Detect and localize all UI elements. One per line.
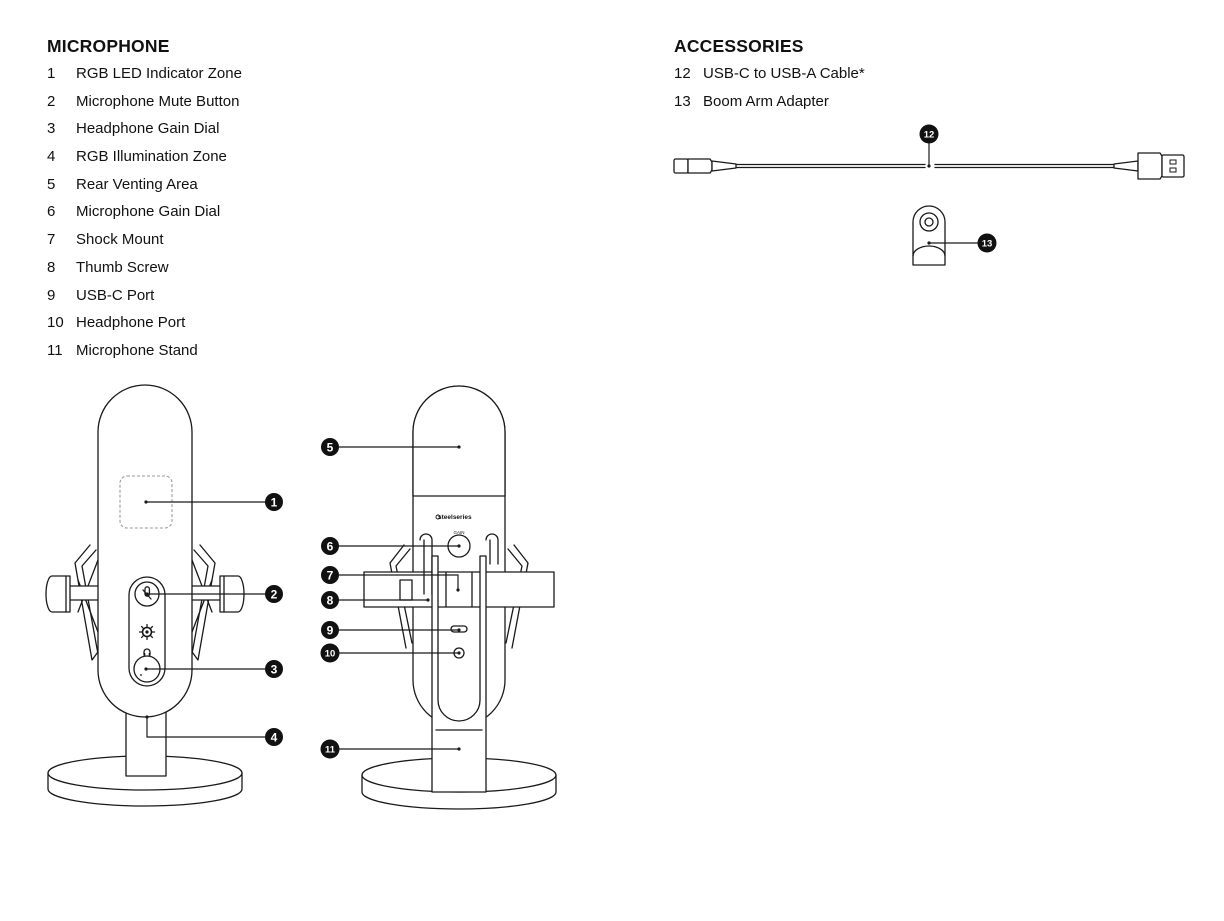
- part-number: 8: [47, 258, 56, 276]
- front-shock-mount: [65, 544, 227, 661]
- part-label: Boom Arm Adapter: [703, 92, 829, 110]
- callout-8: 8: [321, 591, 339, 609]
- front-stand-base: [47, 755, 243, 807]
- part-number: 1: [47, 65, 56, 82]
- callout-5: 5: [321, 438, 339, 456]
- callout-13: 13: [977, 233, 997, 253]
- mic-gain-dial: [447, 534, 471, 558]
- rear-venting-area: [412, 385, 506, 497]
- svg-text:12: 12: [924, 130, 935, 141]
- headphone-port: [453, 647, 465, 659]
- svg-text:7: 7: [327, 569, 334, 583]
- part-number: 5: [47, 175, 56, 193]
- part-number: 10: [47, 314, 64, 332]
- callout-12: 12: [919, 124, 939, 144]
- part-label: Microphone Gain Dial: [76, 203, 221, 221]
- svg-text:6: 6: [327, 540, 334, 554]
- rear-stand-base: [361, 757, 557, 810]
- boom-arm-adapter-illustration: [912, 205, 946, 266]
- headphone-gain-dial: [133, 655, 161, 683]
- part-number: 4: [47, 148, 56, 166]
- svg-text:5: 5: [327, 441, 334, 455]
- part-label: Rear Venting Area: [76, 175, 198, 193]
- brand-logo: steelseries: [438, 514, 472, 521]
- part-label: Headphone Port: [76, 314, 186, 332]
- front-mic-body: [97, 384, 193, 718]
- part-number: 2: [47, 92, 56, 110]
- callout-anchor-dots: [144, 164, 931, 751]
- headphone-icon: [143, 648, 151, 656]
- mute-button: [134, 581, 160, 607]
- callout-3: 3: [265, 660, 283, 678]
- usb-cable-illustration: [673, 152, 1185, 180]
- callout-10: 10: [320, 643, 340, 663]
- part-label: Thumb Screw: [76, 258, 169, 276]
- part-number: 11: [47, 341, 63, 359]
- svg-text:11: 11: [325, 745, 336, 756]
- svg-text:9: 9: [327, 624, 334, 638]
- callout-9: 9: [321, 621, 339, 639]
- rear-shock-mount-wires: [389, 544, 529, 649]
- part-number: 13: [674, 92, 691, 110]
- usb-c-port: [450, 625, 468, 633]
- part-label: RGB LED Indicator Zone: [76, 65, 242, 82]
- part-label: Microphone Mute Button: [76, 92, 240, 110]
- callout-11: 11: [320, 739, 340, 759]
- microphone-rear-view: steelseries GAIN: [361, 385, 557, 810]
- rear-stand-yoke: [431, 555, 487, 793]
- front-stand-neck: [125, 711, 167, 777]
- front-control-panel: [128, 576, 166, 687]
- callout-1: 1: [265, 493, 283, 511]
- rear-shock-clamp: [363, 571, 555, 608]
- callout-7: 7: [321, 566, 339, 584]
- part-label: RGB Illumination Zone: [76, 148, 227, 166]
- gain-label: GAIN: [453, 530, 464, 535]
- svg-text:2: 2: [271, 588, 278, 602]
- callout-4: 4: [265, 728, 283, 746]
- svg-text:1: 1: [271, 496, 278, 510]
- svg-text:8: 8: [327, 594, 334, 608]
- svg-text:10: 10: [325, 649, 336, 660]
- part-label: USB-C to USB-A Cable*: [703, 65, 865, 82]
- part-number: 12: [674, 65, 691, 82]
- svg-text:13: 13: [982, 239, 993, 250]
- rgb-led-indicator-zone: [119, 475, 173, 529]
- part-label: Microphone Stand: [76, 341, 198, 359]
- callout-2: 2: [265, 585, 283, 603]
- rear-shock-hooks: [485, 533, 499, 565]
- part-label: Shock Mount: [76, 231, 164, 249]
- part-number: 9: [47, 286, 56, 304]
- microphone-front-view: [45, 384, 245, 807]
- microphone-heading: MICROPHONE: [47, 36, 170, 56]
- part-number: 6: [47, 203, 56, 221]
- svg-text:3: 3: [271, 663, 278, 677]
- callout-leader-lines: [146, 142, 980, 750]
- mic-mute-icon: [142, 586, 152, 600]
- rear-thumb-screw: [419, 533, 433, 595]
- front-thumb-screw-left: [45, 575, 71, 613]
- accessories-heading: ACCESSORIES: [674, 36, 804, 56]
- part-number: 7: [47, 231, 56, 249]
- rear-mic-body: [412, 385, 506, 727]
- svg-text:4: 4: [271, 731, 278, 745]
- part-label: Headphone Gain Dial: [76, 120, 220, 138]
- callout-6: 6: [321, 537, 339, 555]
- front-thumb-screw-right: [219, 575, 245, 613]
- steelseries-logo-icon: [138, 623, 156, 641]
- part-label: USB-C Port: [76, 286, 155, 304]
- part-number: 3: [47, 120, 56, 138]
